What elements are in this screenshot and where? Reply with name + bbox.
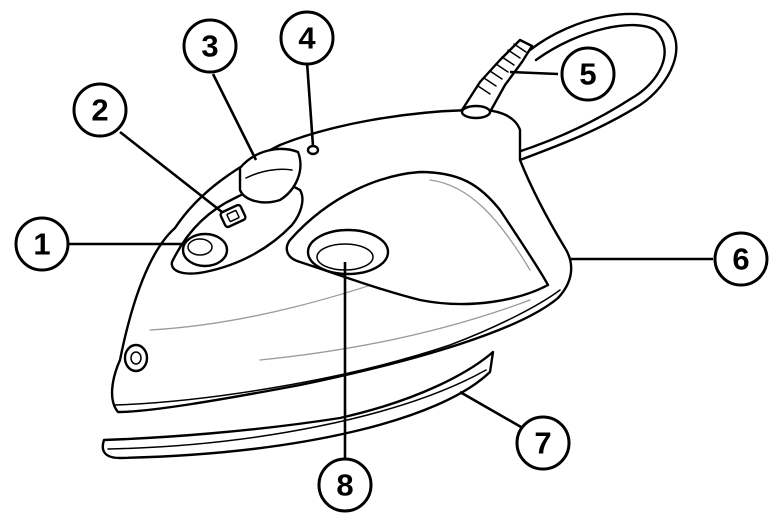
- temperature-dial: [308, 230, 388, 274]
- callout-badge-8: 8: [319, 459, 371, 511]
- callout-number-2: 2: [91, 93, 108, 128]
- callout-badge-6: 6: [715, 233, 767, 285]
- callout-number-6: 6: [732, 242, 749, 277]
- callout-number-1: 1: [33, 227, 50, 262]
- callout-number-7: 7: [534, 426, 551, 461]
- callout-badge-1: 1: [16, 218, 68, 270]
- leader-2: [120, 132, 222, 212]
- callout-badge-5: 5: [562, 48, 614, 100]
- callout-badge-2: 2: [74, 84, 126, 136]
- leader-5: [510, 72, 558, 74]
- callout-number-4: 4: [298, 21, 316, 56]
- callout-number-8: 8: [336, 468, 353, 503]
- callout-badge-4: 4: [281, 12, 333, 64]
- callout-number-3: 3: [201, 29, 218, 64]
- callout-badge-7: 7: [517, 417, 569, 469]
- leader-3: [213, 74, 256, 160]
- cord-guard: [462, 40, 532, 118]
- callout-badge-3: 3: [184, 20, 236, 72]
- indicator-light: [308, 146, 318, 154]
- spray-button: [183, 234, 227, 266]
- callout-number-5: 5: [579, 57, 596, 92]
- leader-7: [460, 392, 521, 427]
- water-fill-hole: [125, 345, 147, 371]
